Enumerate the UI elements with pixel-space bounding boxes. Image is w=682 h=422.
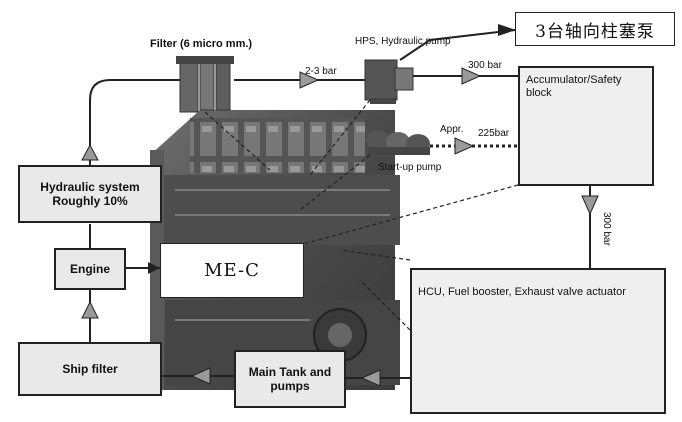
- arrow-right-filter: [299, 71, 320, 89]
- appr-label: Appr.: [440, 124, 464, 135]
- main-tank-label: Main Tank and pumps: [248, 365, 332, 393]
- flow-arrows: [81, 67, 599, 387]
- accumulator-label: Accumulator/Safety block: [526, 74, 622, 99]
- me-c-box: ME-C: [160, 243, 304, 298]
- engine-box: Engine: [54, 248, 126, 290]
- arrow-down-accumulator: [581, 195, 599, 216]
- arrow-up-hydraulic: [81, 143, 99, 161]
- engine-label: Engine: [69, 262, 110, 276]
- hps-pump-illustration: [364, 59, 414, 104]
- pressure-300-bar-top-label: 300 bar: [468, 60, 502, 71]
- pressure-2-3-bar-label: 2-3 bar: [305, 66, 337, 77]
- ship-filter-label: Ship filter: [62, 362, 118, 376]
- hydraulic-system-label: Hydraulic system Roughly 10%: [40, 180, 140, 208]
- arrow-left-tank: [190, 367, 211, 385]
- dashed-leader-lines: [204, 99, 519, 331]
- startup-pump-label: Start-up pump: [378, 162, 442, 173]
- arrow-to-chinese-label: [498, 24, 516, 36]
- arrow-right-startup: [454, 137, 475, 155]
- hydraulic-system-box: Hydraulic system Roughly 10%: [18, 165, 162, 223]
- startup-pump-illustration: [366, 130, 430, 155]
- arrow-right-hps: [461, 67, 482, 85]
- arrow-to-mec: [148, 262, 160, 274]
- pressure-300-bar-vertical-label: 300 bar: [601, 212, 612, 246]
- filter-illustration: [176, 56, 234, 113]
- arrow-up-shipfilter: [81, 300, 99, 319]
- hcu-box: HCU, Fuel booster, Exhaust valve actuato…: [410, 268, 666, 414]
- hcu-label: HCU, Fuel booster, Exhaust valve actuato…: [418, 286, 626, 298]
- pressure-225-bar-label: 225bar: [478, 128, 510, 139]
- axial-piston-pump-label: 3台轴向柱塞泵: [515, 12, 675, 46]
- filter-label: Filter (6 micro mm.): [150, 38, 253, 50]
- hps-label: HPS, Hydraulic pump: [355, 36, 451, 47]
- accumulator-safety-block-box: Accumulator/Safety block: [518, 66, 654, 186]
- main-tank-box: Main Tank and pumps: [234, 350, 346, 408]
- arrow-left-hcu: [360, 369, 381, 387]
- ship-filter-box: Ship filter: [18, 342, 162, 396]
